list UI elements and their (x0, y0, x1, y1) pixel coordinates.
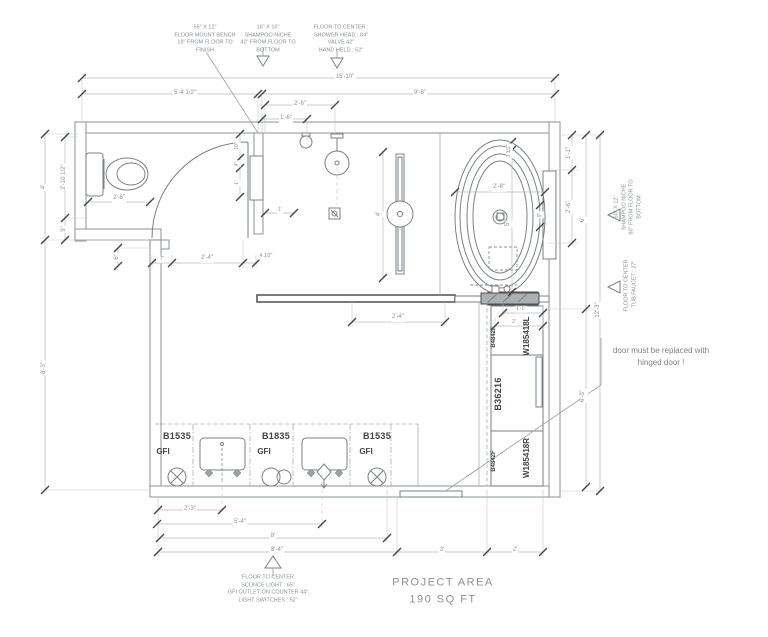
dim-right-2-6: 2'-6" (566, 200, 574, 214)
hand-shower (299, 132, 313, 149)
bench-callout-leader (205, 51, 259, 134)
dim-left-lower: 8'-3" (41, 361, 49, 375)
callout-floor-mount-bench: 56" X 12" FLOOR MOUNT BENCH 18" FROM FLO… (174, 24, 236, 54)
gfi-right: GFI (359, 446, 373, 456)
sink-left (199, 437, 246, 471)
dim-tub-w: 2'-8" (492, 184, 506, 192)
callout-shampoo-niche-right: 50" X 12" SHAMPOO NICHE 80" FROM FLOOR T… (613, 179, 643, 235)
left-arrow-niche-right (606, 208, 621, 222)
callout-tub-faucet: FLOOR TO CENTER : TUB FAUCET : 27" (623, 256, 637, 312)
entry-door (151, 141, 249, 239)
left-arrow-tub-faucet (606, 280, 621, 294)
gfi-outlet-symbol-left (167, 467, 187, 487)
annotation-leaders (205, 47, 621, 576)
dim-left-toilet-h: 2'-10 1/2" (61, 163, 69, 191)
dim-niche-depth: 1' (277, 206, 283, 214)
vanity-run (155, 423, 419, 489)
door-note-leader (446, 338, 602, 491)
dim-bot-2ft: 2' (511, 547, 519, 555)
dim-4in: 4" (233, 160, 241, 168)
dim-right-1-1: 1'-1" (566, 146, 574, 160)
dim-tub-l: 5' (505, 220, 513, 228)
cabinet-w185418r: W185418R (521, 437, 531, 479)
dim-bot-3ft: 3' (438, 547, 446, 555)
dim-handheld: 1'-6" (279, 115, 293, 123)
dim-right-6ft: 6' (580, 216, 588, 224)
dim-left-4ft: 4' (41, 183, 49, 191)
dim-tub-gap: 3 1/2" (505, 143, 513, 159)
walls (74, 121, 561, 498)
dim-7in: 7" (158, 255, 166, 263)
shower-drain (328, 207, 341, 220)
up-arrow-electrical (264, 555, 282, 569)
dim-top-overall: 15'-10" (334, 74, 356, 82)
gfi-outlet-symbol-middle (261, 467, 292, 487)
toilet (85, 152, 149, 197)
cabinet-b36216: B36216 (493, 377, 504, 411)
dim-4half: 4 1/2" (258, 252, 274, 260)
bathtub (454, 139, 546, 303)
callout-shampoo-niche-top: 16" X 16" SHAMPOO NICHE 42" FROM FLOOR T… (240, 24, 296, 54)
dim-niche-9in: 9" (536, 211, 544, 219)
dim-bot-8ft: 8' (269, 533, 277, 541)
dim-showerhead: 2'-6" (293, 101, 307, 109)
down-arrow-shower (330, 57, 344, 69)
dim-closet-1-1: 1'-1" (515, 305, 527, 313)
shower-bench (386, 153, 414, 275)
dim-bot-5-4: 5'-4" (233, 519, 247, 527)
note-door: door must be replaced with hinged door ! (612, 346, 710, 367)
dim-2-4: 2'-4" (200, 255, 214, 263)
dim-step-6in: 6" (114, 253, 122, 261)
shower-head (324, 133, 350, 176)
dim-drain-4ft: 4' (376, 210, 384, 218)
cabinet-b1835-middle: B1835 (261, 431, 291, 442)
dim-bot-2-3: 2'-3" (183, 506, 197, 514)
cabinet-w185418l: W185418L (521, 316, 531, 356)
dim-10in: 10" (233, 141, 241, 151)
callout-electrical: FLOOR TO CENTER SCONCE LIGHT : 65" GFI O… (227, 574, 309, 604)
dim-bot-8-4: 8'-4" (270, 547, 284, 555)
cabinet-b1535-left: B1535 (162, 431, 192, 442)
cabinet-b1535-right: B1535 (362, 431, 392, 442)
gfi-left: GFI (156, 446, 170, 456)
cabinet-filler-top: B4842F (491, 326, 498, 348)
dim-right-overall: 12'-3" (595, 301, 603, 319)
wall-niche-west (249, 155, 264, 201)
dim-top-right: 9'-8" (413, 90, 427, 98)
project-area-label: PROJECT AREA 190 SQ FT (392, 576, 494, 606)
gfi-middle: GFI (257, 446, 271, 456)
gfi-outlet-symbol-right (367, 467, 387, 487)
dim-left-9in: 9" (61, 225, 69, 233)
dim-right-6-3: 6'-3" (580, 389, 588, 403)
cabinet-filler-bottom: B4842F (491, 450, 498, 472)
dim-1ft-a: 1' (233, 180, 241, 186)
dim-toilet-w: 2'-6" (112, 195, 126, 203)
callout-shower-heights: FLOOR TO CENTER : SHOWER HEAD : 84" VALV… (313, 24, 369, 54)
dim-top-left: 5'-4 1/2" (173, 90, 197, 98)
down-arrow-niche (256, 55, 270, 67)
dim-below-shower: 2'-4" (391, 314, 405, 322)
sliding-door (399, 490, 463, 498)
shower-curb (256, 294, 456, 303)
dim-closet-2ft: 2' (511, 318, 517, 326)
dimension-lines (40, 73, 605, 557)
